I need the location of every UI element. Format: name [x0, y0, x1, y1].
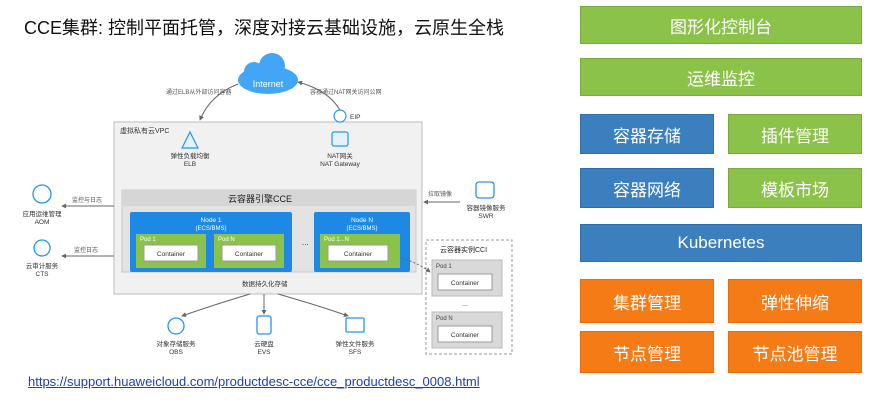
node1-label: Node 1 [201, 217, 222, 224]
sfs-abbr: SFS [349, 349, 362, 356]
monitor-log-label: 监控与日志 [72, 196, 102, 204]
pod1n-container [327, 244, 389, 262]
audit-log-label: 监控日志 [74, 246, 98, 254]
node-mgmt-block: 节点管理 [580, 331, 714, 373]
swr-abbr: SWR [478, 213, 493, 220]
cts-icon [33, 239, 51, 257]
aom-icon [32, 184, 52, 204]
storage-block: 容器存储 [580, 114, 714, 154]
cts-abbr: CTS [36, 271, 50, 278]
pod1-label: Pod 1 [140, 237, 156, 243]
cci-pod1-container-label: Container [451, 280, 480, 287]
sfs-icon [345, 317, 365, 333]
podn-container-label: Container [235, 251, 264, 258]
cts-label: 云审计服务 [26, 261, 59, 270]
obs-abbr: OBS [169, 349, 183, 356]
note-nat-access: 容器通过NAT网关访问公网 [310, 88, 382, 96]
headline: CCE集群: 控制平面托管，深度对接云基础设施，云原生全栈 [24, 18, 505, 38]
nat-icon [331, 131, 349, 147]
obs-icon [167, 317, 185, 335]
nat-en-label: NAT Gateway [320, 161, 361, 168]
evs-abbr: EVS [257, 349, 271, 356]
node-ellipsis: ... [302, 238, 309, 247]
elb-label: 弹性负载均衡 [171, 151, 211, 160]
note-elb-access: 通过ELB从外部访问容器 [166, 88, 231, 96]
cce-label: 云容器引擎CCE [228, 193, 292, 204]
pod1n-container-label: Container [344, 251, 373, 258]
cci-ellipsis: ... [462, 301, 468, 308]
node1-sub: (ECS/BMS) [195, 226, 226, 232]
swr-label: 容器镜像服务 [467, 203, 507, 212]
sfs-label: 弹性文件服务 [336, 339, 376, 348]
feature-stack: 图形化控制台 运维监控 容器存储 插件管理 容器网络 模板市场 Kubernet… [580, 0, 864, 401]
nodepool-mgmt-block: 节点池管理 [728, 331, 862, 373]
pull-image-label: 拉取镜像 [428, 190, 452, 198]
noden-sub: (ECS/BMS) [346, 226, 377, 232]
monitoring-block: 运维监控 [580, 58, 862, 96]
cci-box [425, 239, 513, 355]
evs-label: 云硬盘 [254, 339, 274, 348]
internet-cloud-icon [238, 53, 298, 94]
evs-icon [256, 315, 272, 335]
elb-icon [181, 130, 199, 149]
network-block: 容器网络 [580, 168, 714, 208]
swr-icon [475, 181, 495, 199]
persist-label: 数据持久化存储 [242, 279, 288, 288]
doc-link[interactable]: https://support.huaweicloud.com/productd… [28, 374, 480, 389]
vpc-label: 虚拟私有云VPC [120, 126, 169, 135]
podn-label: Pod N [218, 237, 235, 243]
internet-label: Internet [253, 79, 284, 89]
cci-pod1-label: Pod 1 [436, 264, 452, 270]
kubernetes-block: Kubernetes [580, 224, 862, 262]
cci-podn-container [437, 325, 493, 343]
noden-label: Node N [351, 217, 373, 224]
templates-block: 模板市场 [728, 168, 862, 208]
architecture-diagram: 虚拟私有云VPC Internet 通过ELB从外部访问容器 容器通过NAT网关… [23, 53, 513, 356]
cci-label: 云容器实例CCI [440, 245, 487, 254]
aom-label: 应用运维管理 [23, 209, 63, 218]
plugins-block: 插件管理 [728, 114, 862, 154]
cci-pod1-container [437, 273, 493, 291]
obs-label: 对象存储服务 [157, 339, 197, 348]
cluster-mgmt-block: 集群管理 [580, 279, 714, 323]
console-block: 图形化控制台 [580, 6, 862, 44]
eip-label: EIP [350, 114, 360, 121]
cci-podn-label: Pod N [436, 316, 453, 322]
elb-abbr: ELB [184, 161, 196, 168]
podn-container [221, 244, 277, 262]
pod1-container-label: Container [157, 251, 186, 258]
pod1n-label: Pod 1...N [324, 237, 349, 243]
cce-header [122, 190, 416, 206]
cci-podn-container-label: Container [451, 332, 480, 339]
autoscale-block: 弹性伸缩 [728, 279, 862, 323]
nat-label: NAT网关 [327, 151, 353, 160]
pod1-container [143, 244, 199, 262]
eip-icon [333, 109, 347, 123]
aom-abbr: AOM [35, 219, 50, 226]
